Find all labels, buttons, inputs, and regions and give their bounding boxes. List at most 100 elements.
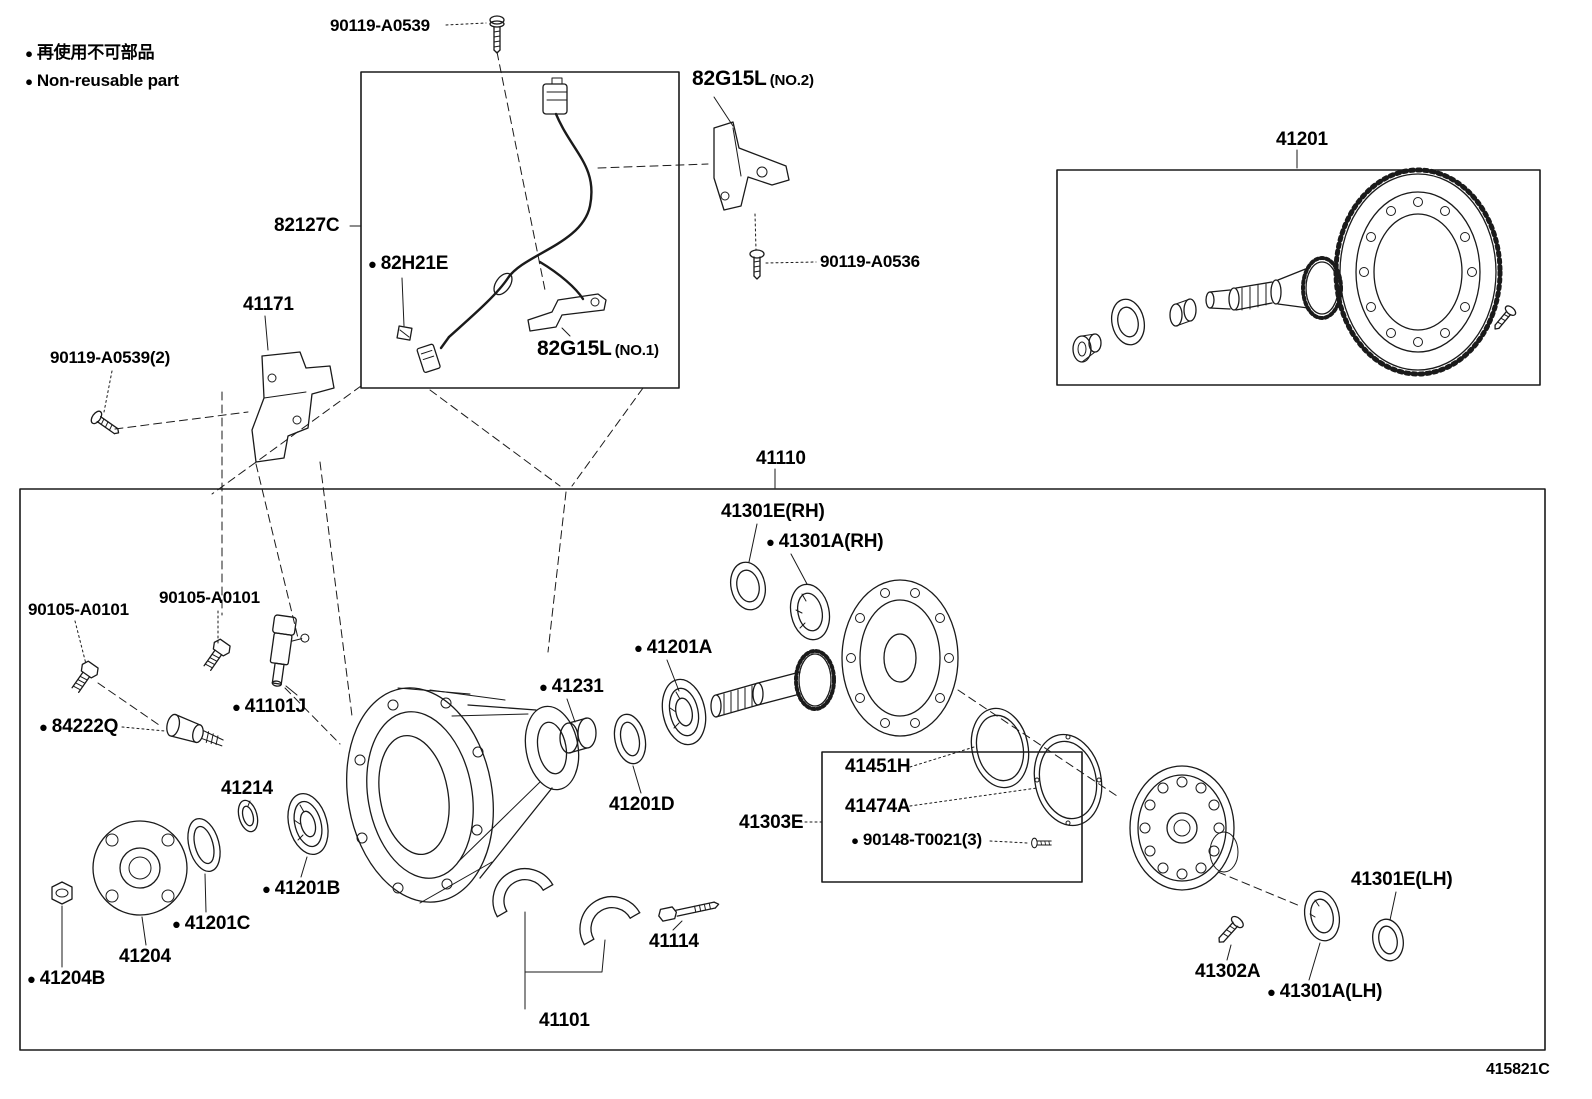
part-label-82127C[interactable]: 82127C bbox=[274, 216, 340, 236]
part-drawing-41214-slinger bbox=[237, 799, 259, 833]
part-label-90105-A0101-b[interactable]: 90105-A0101 bbox=[159, 589, 260, 607]
part-label-41201B[interactable]: ●41201B bbox=[262, 879, 340, 899]
part-label-90105-A0101-a[interactable]: 90105-A0101 bbox=[28, 601, 129, 619]
part-label-41201C[interactable]: ●41201C bbox=[172, 914, 250, 934]
part-drawing-41101J-sensor bbox=[269, 614, 310, 687]
part-drawing-41201-drive-pinion bbox=[1205, 256, 1343, 320]
part-drawing-41201-screw bbox=[1494, 305, 1517, 330]
part-number-text: 90119-A0539(2) bbox=[50, 348, 171, 367]
part-drawing-90105-A0101-bolt-2 bbox=[203, 638, 231, 671]
non-reusable-bullet-icon: ● bbox=[368, 257, 377, 273]
part-drawing-41474A-gasket bbox=[1033, 733, 1103, 827]
part-label-41110[interactable]: 41110 bbox=[756, 449, 806, 469]
part-label-legend-en: ●Non-reusable part bbox=[25, 72, 179, 90]
part-label-41451H[interactable]: 41451H bbox=[845, 756, 911, 777]
part-number-text: 41474A bbox=[845, 796, 911, 817]
non-reusable-bullet-icon: ● bbox=[1267, 985, 1276, 1001]
non-reusable-bullet-icon: ● bbox=[232, 700, 241, 716]
part-label-90119-A0536[interactable]: 90119-A0536 bbox=[820, 253, 920, 271]
part-number-text: 41204B bbox=[39, 968, 106, 989]
part-drawing-41201B-bearing bbox=[287, 793, 329, 855]
part-drawing-41302A-bolt bbox=[1218, 915, 1244, 943]
part-label-84222Q[interactable]: ●84222Q bbox=[39, 717, 118, 737]
part-number-text: 41101J bbox=[244, 696, 306, 717]
part-label-41301E-RH[interactable]: 41301E(RH) bbox=[721, 502, 825, 522]
part-label-90119-A0539-2[interactable]: 90119-A0539(2) bbox=[50, 349, 170, 367]
part-label-90148-T0021[interactable]: ●90148-T0021(3) bbox=[851, 831, 982, 849]
part-drawing-90119-A0539-2-screw bbox=[90, 410, 120, 435]
part-label-41204B[interactable]: ●41204B bbox=[27, 969, 105, 989]
part-drawing-41201-pinion-bearing bbox=[1072, 298, 1197, 363]
assembly-boxes bbox=[19, 71, 1546, 1051]
non-reusable-bullet-icon: ● bbox=[634, 641, 643, 657]
part-number-text: 41302A bbox=[1195, 961, 1261, 982]
part-drawing-82H21E-clamp bbox=[396, 325, 413, 341]
part-number-text: 90105-A0101 bbox=[159, 588, 260, 607]
part-drawing-82G15L-bracket-no2 bbox=[713, 121, 790, 211]
part-drawing-41114-bolt bbox=[658, 901, 720, 922]
part-label-legend-jp: ●再使用不可部品 bbox=[25, 44, 155, 62]
part-label-82G15L-no1[interactable]: 82G15L(NO.1) bbox=[537, 337, 659, 360]
part-number-text: 41201B bbox=[274, 878, 341, 899]
part-number-text: 90148-T0021(3) bbox=[862, 830, 982, 849]
non-reusable-bullet-icon: ● bbox=[766, 535, 775, 551]
part-drawing-90148-T0021-screw bbox=[1031, 837, 1052, 849]
part-drawing-drive-pinion-main bbox=[710, 579, 959, 737]
part-label-41201[interactable]: 41201 bbox=[1276, 130, 1328, 150]
non-reusable-bullet-icon: ● bbox=[27, 972, 36, 988]
part-label-41114[interactable]: 41114 bbox=[649, 932, 699, 952]
part-drawing-84222Q bbox=[166, 713, 224, 747]
part-number-text: 41301A(LH) bbox=[1279, 981, 1383, 1002]
part-number-text: 41204 bbox=[119, 946, 171, 967]
part-label-41301A-LH[interactable]: ●41301A(LH) bbox=[1267, 982, 1382, 1002]
part-drawing-41204-flange bbox=[92, 820, 188, 916]
part-label-diagram-code: 415821C bbox=[1486, 1061, 1550, 1079]
part-number-text: 41201 bbox=[1276, 129, 1328, 150]
non-reusable-bullet-icon: ● bbox=[172, 917, 181, 933]
part-number-text: 41451H bbox=[845, 756, 911, 777]
part-drawing-41451H-shim bbox=[970, 707, 1030, 789]
part-drawing-82127C-harness bbox=[396, 77, 607, 373]
part-label-41201A[interactable]: ●41201A bbox=[634, 638, 712, 658]
non-reusable-bullet-icon: ● bbox=[539, 680, 548, 696]
part-number-text: 41201D bbox=[609, 794, 675, 815]
part-label-41301A-RH[interactable]: ●41301A(RH) bbox=[766, 531, 884, 552]
part-number-text: 415821C bbox=[1486, 1061, 1550, 1078]
part-number-text: 41303E bbox=[739, 812, 804, 833]
part-drawing-90105-A0101-bolt-1 bbox=[71, 660, 99, 693]
part-label-90119-A0539[interactable]: 90119-A0539 bbox=[330, 17, 430, 35]
part-label-41214[interactable]: 41214 bbox=[221, 779, 273, 799]
part-label-41474A[interactable]: 41474A bbox=[845, 796, 911, 817]
part-label-41303E[interactable]: 41303E bbox=[739, 812, 804, 833]
part-number-text: 41214 bbox=[221, 778, 273, 799]
part-number-suffix: (NO.2) bbox=[769, 72, 814, 89]
part-drawing-41204B-nut bbox=[51, 881, 73, 905]
part-drawing-41101-bearing-cap-1 bbox=[492, 868, 554, 918]
part-label-41101J[interactable]: ●41101J bbox=[232, 697, 306, 717]
part-label-41204[interactable]: 41204 bbox=[119, 947, 171, 967]
part-label-82G15L-no2[interactable]: 82G15L(NO.2) bbox=[692, 67, 814, 90]
part-label-41101[interactable]: 41101 bbox=[539, 1011, 590, 1031]
part-number-text: 82G15L bbox=[692, 67, 767, 90]
part-drawing-41301E-RH-seal bbox=[729, 561, 767, 611]
non-reusable-bullet-icon: ● bbox=[39, 720, 48, 736]
part-number-text: 90119-A0539 bbox=[330, 16, 430, 35]
part-number-text: 41201C bbox=[184, 913, 251, 934]
part-number-text: 41201A bbox=[646, 637, 713, 658]
part-label-41302A[interactable]: 41302A bbox=[1195, 961, 1261, 982]
part-label-41301E-LH[interactable]: 41301E(LH) bbox=[1351, 870, 1453, 890]
part-drawing-41201C-seal bbox=[187, 817, 221, 873]
non-reusable-bullet-icon: ● bbox=[851, 833, 859, 848]
construction-lines bbox=[97, 51, 1301, 907]
part-number-text: 41301A(RH) bbox=[778, 531, 884, 552]
part-label-41231[interactable]: ●41231 bbox=[539, 677, 604, 697]
part-label-41201D[interactable]: 41201D bbox=[609, 794, 675, 815]
part-label-41171[interactable]: 41171 bbox=[243, 295, 294, 315]
part-drawing-41171-bracket bbox=[251, 351, 335, 463]
part-label-82H21E[interactable]: ●82H21E bbox=[368, 254, 448, 274]
part-drawing-41110-carrier bbox=[346, 687, 580, 904]
part-number-text: 41171 bbox=[243, 294, 294, 315]
